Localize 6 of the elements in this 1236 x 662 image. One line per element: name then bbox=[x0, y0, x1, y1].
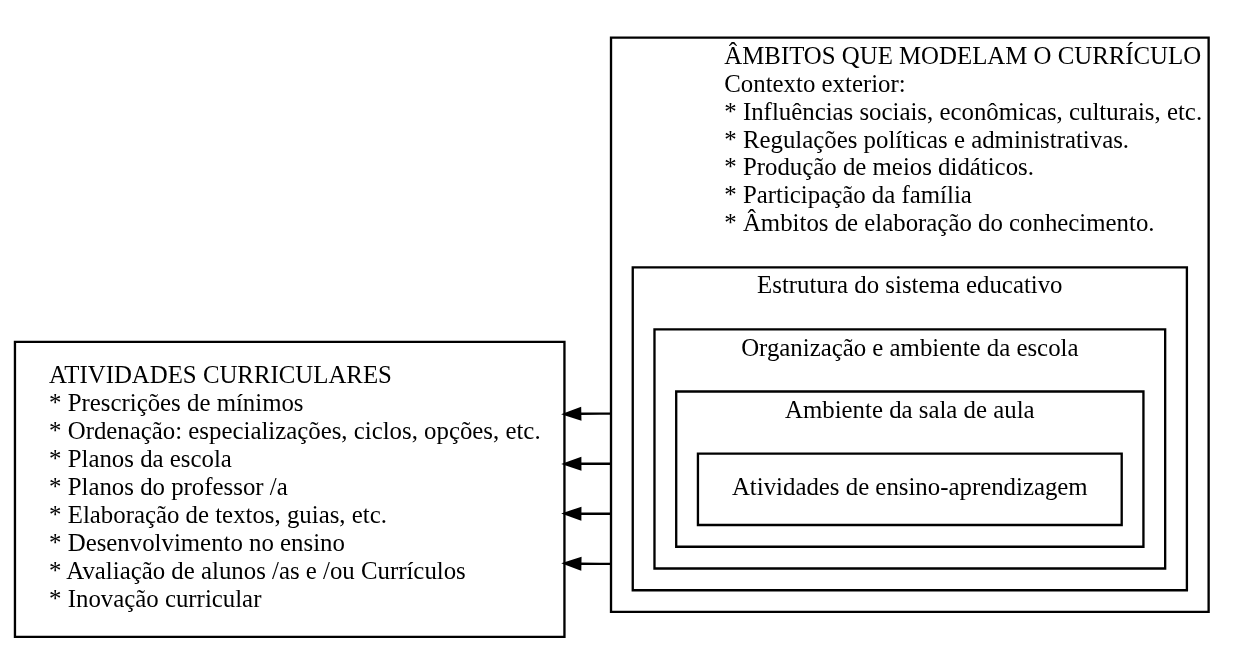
arrow bbox=[561, 506, 611, 521]
arrow bbox=[561, 406, 611, 421]
node-box: ATIVIDADES CURRICULARES * Prescrições de mínimos * Ordenação: especializações, ciclos, opções, etc. * Planos da escola * Planos do professor /a * Elaboração de textos, guias, etc. * Desenvolvimento no ensino * Avaliação de alunos /as e /ou Currículos * Inovação curricular bbox=[13, 340, 566, 638]
arrow bbox=[561, 456, 611, 471]
arrow bbox=[561, 556, 611, 571]
node-box: Atividades de ensino-aprendizagem bbox=[696, 452, 1123, 527]
